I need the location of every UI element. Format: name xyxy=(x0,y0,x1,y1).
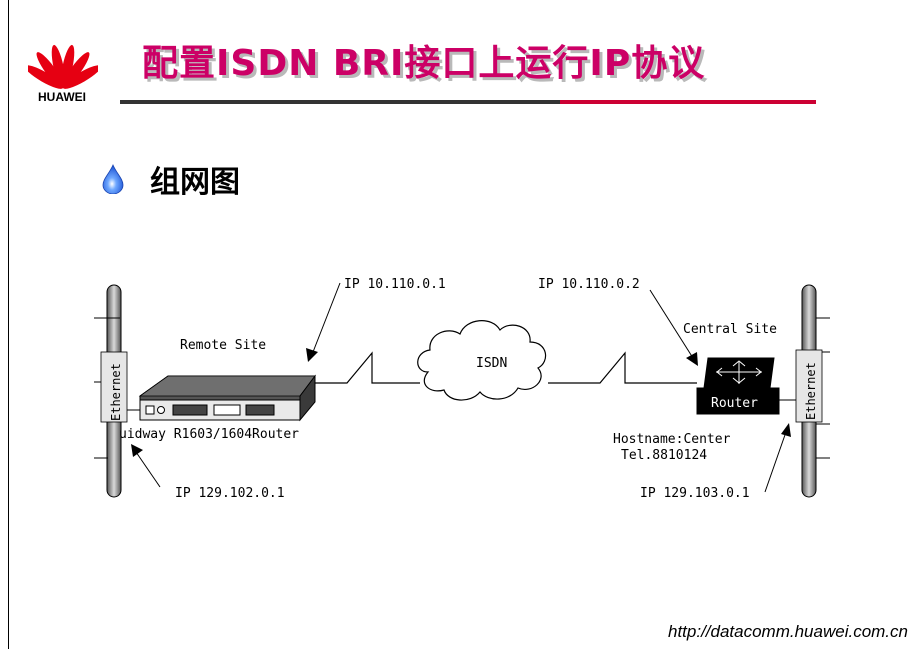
title-rule-shadow xyxy=(120,100,560,104)
center-isdn-link xyxy=(548,351,697,384)
central-lan-ip-arrow xyxy=(764,423,791,493)
center-lan-ip: IP 129.103.0.1 xyxy=(640,486,750,501)
central-router-label: Router xyxy=(711,396,758,411)
central-site-label: Central Site xyxy=(683,322,777,337)
remote-lan-ip: IP 129.102.0.1 xyxy=(175,486,285,501)
remote-lan-ip-arrow xyxy=(131,444,161,488)
section-subtitle: 组网图 xyxy=(150,165,240,200)
isdn-label: ISDN xyxy=(476,356,507,371)
left-ethernet-label: Ethernet xyxy=(109,363,123,421)
central-wan-ip-arrow xyxy=(649,289,698,366)
huawei-logo-icon xyxy=(28,44,98,89)
remote-wan-ip: IP 10.110.0.1 xyxy=(344,277,446,292)
central-router xyxy=(696,357,780,415)
left-ethernet-bus xyxy=(94,284,128,498)
page-title: 配置ISDN BRI接口上运行IP协议 xyxy=(142,43,706,84)
right-ethernet-label: Ethernet xyxy=(804,362,818,420)
tel-label: Tel.8810124 xyxy=(621,448,707,463)
remote-router-model: uidway R1603/1604Router xyxy=(119,427,299,442)
isdn-cloud xyxy=(417,320,547,401)
logo-text: HUAWEI xyxy=(38,90,86,104)
remote-wan-ip-arrow xyxy=(306,282,341,362)
hostname-label: Hostname:Center xyxy=(613,432,731,447)
frame-left-border xyxy=(8,0,9,649)
footer-url: http://datacomm.huawei.com.cn xyxy=(667,622,908,641)
remote-router xyxy=(138,374,316,422)
center-wan-ip: IP 10.110.0.2 xyxy=(538,277,640,292)
remote-isdn-link xyxy=(315,351,420,384)
right-ethernet-bus xyxy=(795,284,830,498)
remote-site-label: Remote Site xyxy=(180,338,266,353)
droplet-bullet-icon xyxy=(102,164,124,194)
